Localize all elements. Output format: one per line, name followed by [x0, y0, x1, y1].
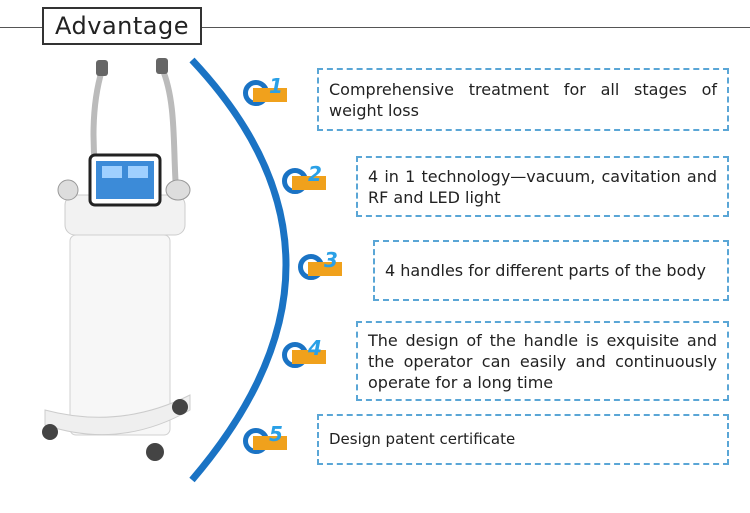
header-divider — [0, 27, 750, 28]
badge-4: 4 — [282, 336, 332, 374]
badge-2: 2 — [282, 162, 332, 200]
advantage-item-4: The design of the handle is exquisite an… — [356, 321, 729, 401]
advantage-item-3: 4 handles for different parts of the bod… — [373, 240, 729, 301]
page-title: Advantage — [42, 7, 202, 45]
advantage-item-1: Comprehensive treatment for all stages o… — [317, 68, 729, 131]
badge-1: 1 — [243, 74, 293, 112]
badge-3: 3 — [298, 248, 348, 286]
advantage-item-2: 4 in 1 technology—vacuum, cavitation and… — [356, 156, 729, 217]
advantage-item-5: Design patent certificate — [317, 414, 729, 465]
badge-5: 5 — [243, 422, 293, 460]
slimming-machine-icon — [42, 58, 191, 461]
